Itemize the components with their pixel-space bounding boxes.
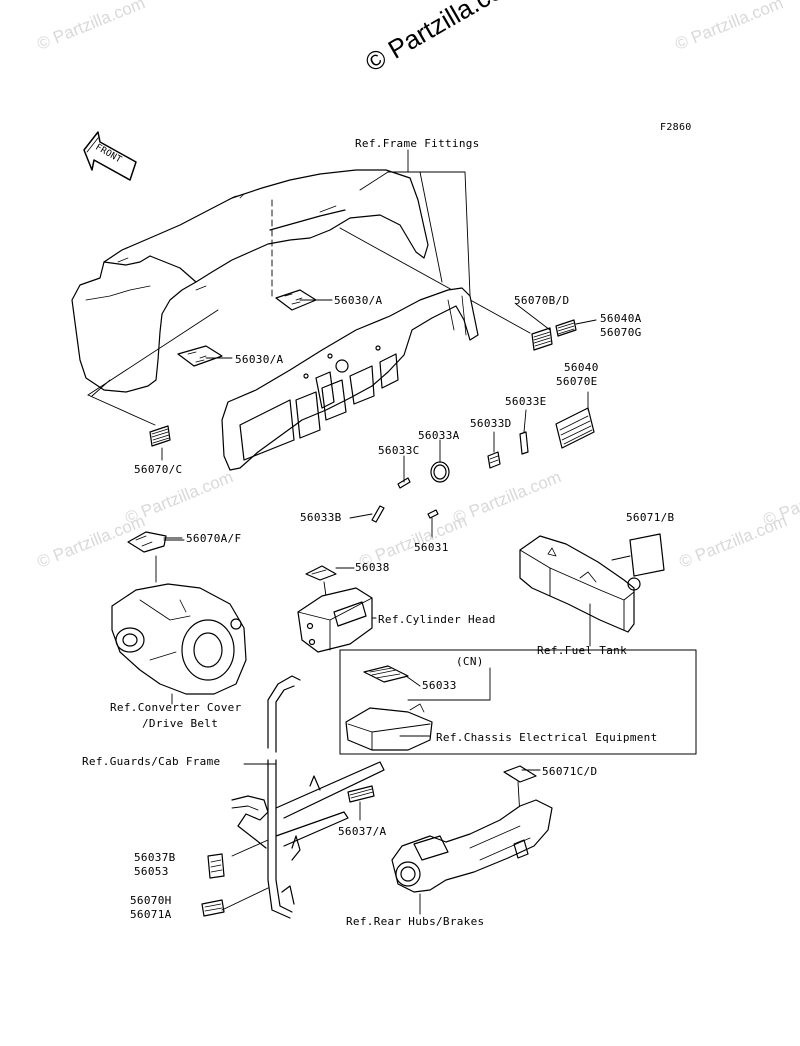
label-ref-cylinder-head[interactable]: Ref.Cylinder Head — [378, 613, 496, 626]
label-56033b[interactable]: 56033B — [300, 511, 342, 524]
diagram-id: F2860 — [660, 122, 692, 133]
decal-56070bd — [531, 327, 553, 351]
label-56033[interactable]: 56033 — [422, 679, 457, 692]
decal-56033d — [487, 451, 501, 469]
label-56071cd[interactable]: 56071C/D — [542, 765, 598, 778]
label-56071b[interactable]: 56071/B — [626, 511, 675, 524]
front-arrow-icon — [83, 131, 137, 181]
label-56033a[interactable]: 56033A — [418, 429, 460, 442]
label-ref-guards-cab-frame[interactable]: Ref.Guards/Cab Frame — [82, 755, 221, 768]
label-ref-converter-cover[interactable]: Ref.Converter Cover — [110, 701, 242, 714]
label-ref-rear-hubs-brakes[interactable]: Ref.Rear Hubs/Brakes — [346, 915, 485, 928]
label-56070bd[interactable]: 56070B/D — [514, 294, 570, 307]
dash-cowl-drawing — [71, 169, 429, 426]
label-56070c[interactable]: 56070/C — [134, 463, 183, 476]
rear-hubs-drawing — [391, 765, 553, 915]
label-56070g[interactable]: 56070G — [600, 326, 642, 339]
label-56037a[interactable]: 56037/A — [338, 825, 387, 838]
label-56038[interactable]: 56038 — [355, 561, 390, 574]
label-cn: (CN) — [456, 655, 484, 668]
label-56033e[interactable]: 56033E — [505, 395, 547, 408]
decal-56031 — [427, 509, 439, 519]
decal-56070c — [149, 425, 171, 447]
decal-56033b — [371, 505, 385, 523]
label-ref-chassis-electrical[interactable]: Ref.Chassis Electrical Equipment — [436, 731, 658, 744]
decal-56033c — [397, 477, 411, 489]
chassis-electrical-drawing — [345, 665, 491, 751]
label-56070e[interactable]: 56070E — [556, 375, 598, 388]
label-56053[interactable]: 56053 — [134, 865, 169, 878]
label-56071a[interactable]: 56071A — [130, 908, 172, 921]
label-leaders — [161, 299, 597, 539]
label-56031[interactable]: 56031 — [414, 541, 449, 554]
decal-56033e — [519, 431, 529, 455]
label-56037b[interactable]: 56037B — [134, 851, 176, 864]
instrument-panel-drawing — [221, 287, 479, 471]
label-56040a[interactable]: 56040A — [600, 312, 642, 325]
fuel-tank-drawing — [519, 533, 665, 647]
decal-56030a-2 — [177, 345, 223, 367]
label-56040[interactable]: 56040 — [564, 361, 599, 374]
label-ref-frame-fittings[interactable]: Ref.Frame Fittings — [355, 137, 480, 150]
decal-56040 — [555, 407, 595, 449]
frame-fittings-leaders — [339, 149, 531, 334]
decal-56033a — [430, 461, 450, 483]
label-ref-drive-belt[interactable]: /Drive Belt — [142, 717, 219, 730]
label-56033c[interactable]: 56033C — [378, 444, 420, 457]
label-56030a-1[interactable]: 56030/A — [334, 294, 383, 307]
label-56033d[interactable]: 56033D — [470, 417, 512, 430]
converter-cover-drawing — [111, 531, 247, 705]
label-56070af[interactable]: 56070A/F — [186, 532, 242, 545]
cylinder-head-drawing — [297, 565, 377, 653]
label-ref-fuel-tank[interactable]: Ref.Fuel Tank — [537, 644, 627, 657]
label-56070h[interactable]: 56070H — [130, 894, 172, 907]
label-56030a-2[interactable]: 56030/A — [235, 353, 284, 366]
decal-56040a — [555, 319, 577, 337]
cab-frame-drawing — [201, 675, 385, 919]
cn-box — [339, 649, 697, 755]
